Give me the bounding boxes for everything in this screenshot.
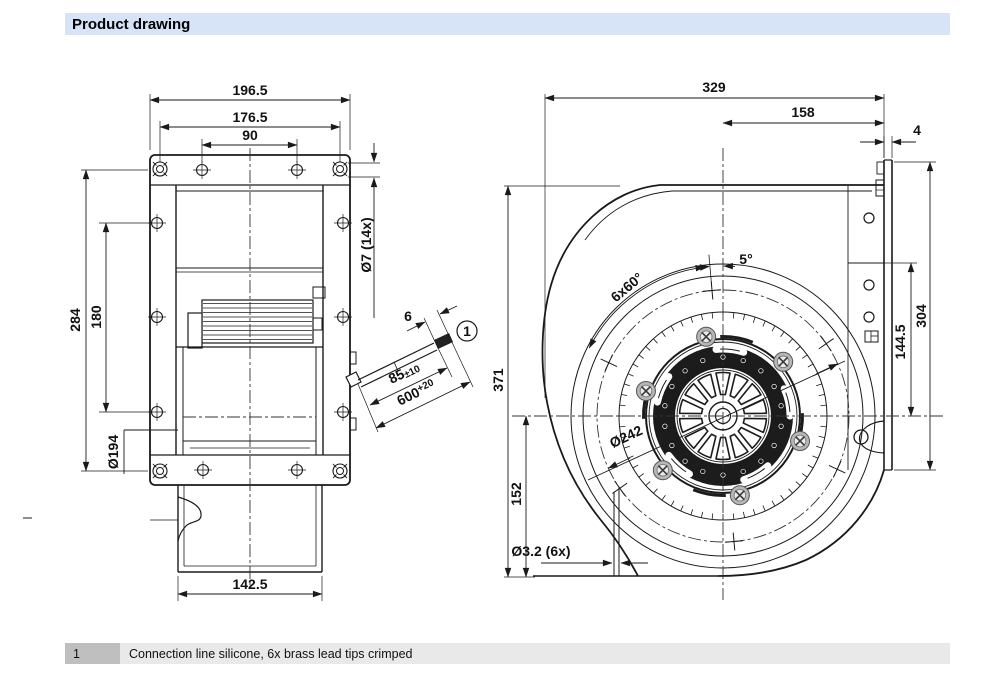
- scroll-tongue-cutout: [177, 496, 202, 542]
- dim-label-fixing-holes: Ø3.2 (6x): [511, 543, 570, 559]
- dim-label-lead-tip-length: 6: [404, 308, 412, 324]
- dim-label-mounting-holes: Ø7 (14x): [358, 217, 374, 272]
- corner-rivets: [152, 161, 348, 479]
- dim-label-side-hole-spacing: 180: [88, 305, 104, 329]
- page-title: Product drawing: [72, 15, 191, 33]
- dim-label-inlet-diameter: Ø194: [105, 435, 121, 469]
- dim-label-axis-to-bottom: 152: [508, 482, 524, 506]
- dim-label-flange-width: 176.5: [232, 109, 267, 125]
- footnote-row: 1 Connection line silicone, 6x brass lea…: [65, 643, 950, 664]
- mounting-holes: [148, 161, 352, 479]
- dim-label-outer-width: 196.5: [232, 82, 267, 98]
- footnote-ref: 1: [73, 646, 80, 661]
- motor-cooling-fins: [203, 303, 312, 340]
- footnote-text-cell: Connection line silicone, 6x brass lead …: [120, 643, 950, 664]
- note-reference-balloon: [456, 320, 478, 342]
- cable-lead-tip: [434, 333, 453, 349]
- dim-label-hole-pattern-angle: 6x60°: [608, 269, 646, 305]
- right-view-front: [512, 148, 945, 600]
- dim-label-outer-height: 284: [67, 308, 83, 332]
- note-reference-number: 1: [463, 323, 471, 339]
- impeller-spoke-slots: [678, 371, 768, 461]
- plate-tab: [859, 420, 885, 454]
- fixing-screws: [635, 326, 811, 506]
- footnote-ref-cell: 1: [65, 643, 120, 664]
- footnote-text: Connection line silicone, 6x brass lead …: [129, 646, 413, 661]
- left-view-dimensions: [81, 94, 478, 601]
- dim-label-plate-thickness: 4: [913, 122, 921, 138]
- mounting-plate: [847, 159, 893, 471]
- dim-label-outlet-width: 142.5: [232, 576, 267, 592]
- dim-label-total-height: 371: [490, 368, 506, 392]
- dim-label-bolt-circle: Ø242: [607, 422, 645, 451]
- dim-label-top-hole-spacing: 90: [242, 127, 258, 143]
- dim-label-plate-to-axis: 158: [791, 104, 815, 120]
- dim-label-total-depth: 329: [702, 79, 726, 95]
- dim-label-angle-offset: 5°: [739, 251, 752, 267]
- right-view-dimensions: [504, 94, 936, 578]
- plate-tab-hole: [853, 429, 869, 445]
- dim-label-plate-height: 304: [913, 304, 929, 328]
- section-title-bar: Product drawing: [65, 13, 950, 35]
- dim-label-plate-hole-height: 144.5: [892, 324, 908, 359]
- left-view-side: [148, 148, 453, 585]
